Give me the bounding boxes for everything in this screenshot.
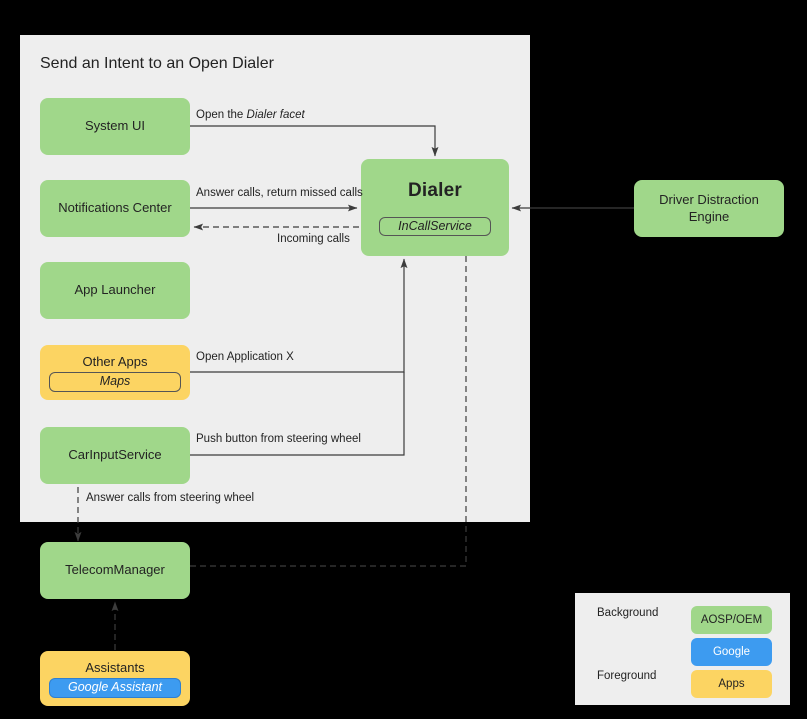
node-dialer[interactable]: Dialer InCallService <box>361 159 509 256</box>
node-car-input-service-label: CarInputService <box>68 447 162 463</box>
node-driver-distraction-engine[interactable]: Driver Distraction Engine <box>634 180 784 237</box>
node-dialer-sub-incallservice[interactable]: InCallService <box>379 217 491 236</box>
node-notifications-center[interactable]: Notifications Center <box>40 180 190 237</box>
node-app-launcher[interactable]: App Launcher <box>40 262 190 319</box>
edge-label-incoming-calls: Incoming calls <box>277 233 350 245</box>
node-car-input-service[interactable]: CarInputService <box>40 427 190 484</box>
legend-swatch-apps: Apps <box>691 670 772 698</box>
node-other-apps-label: Other Apps <box>82 354 148 369</box>
node-assistants-sub-google-assistant-label: Google Assistant <box>67 680 163 695</box>
legend-foreground-label: Foreground <box>597 670 657 682</box>
node-notifications-center-label: Notifications Center <box>58 200 172 216</box>
legend-swatch-google: Google <box>691 638 772 666</box>
edge-label-answer-steering: Answer calls from steering wheel <box>86 492 255 504</box>
node-assistants-label: Assistants <box>85 660 145 675</box>
edge-label-answer-return: Answer calls, return missed calls <box>196 187 363 199</box>
node-assistants[interactable]: Assistants Google Assistant <box>40 651 190 706</box>
node-system-ui[interactable]: System UI <box>40 98 190 155</box>
edge-label-open-dialer-facet-em: Dialer facet <box>246 109 305 121</box>
node-dialer-label: Dialer <box>407 180 462 201</box>
node-driver-distraction-engine-label-line1: Driver Distraction <box>659 192 759 208</box>
page-title: Send an Intent to an Open Dialer <box>40 55 274 72</box>
node-assistants-sub-google-assistant[interactable]: Google Assistant <box>49 678 181 698</box>
node-other-apps[interactable]: Other Apps Maps <box>40 345 190 400</box>
node-app-launcher-label: App Launcher <box>74 282 156 298</box>
edge-label-open-dialer-facet: Open the Dialer facet <box>196 109 305 122</box>
legend-background-label: Background <box>597 607 659 619</box>
legend-swatch-aosp-oem: AOSP/OEM <box>691 606 772 634</box>
node-telecom-manager-label: TelecomManager <box>65 562 165 578</box>
node-other-apps-sub-maps[interactable]: Maps <box>49 372 181 392</box>
edge-label-open-application-x: Open Application X <box>196 351 294 363</box>
legend-swatch-google-label: Google <box>712 646 751 658</box>
node-telecom-manager[interactable]: TelecomManager <box>40 542 190 599</box>
legend-swatch-aosp-oem-label: AOSP/OEM <box>700 614 763 626</box>
node-dialer-sub-incallservice-label: InCallService <box>398 218 472 233</box>
legend-swatch-apps-label: Apps <box>718 678 745 690</box>
edge-label-push-button: Push button from steering wheel <box>196 433 361 445</box>
node-driver-distraction-engine-label-line2: Engine <box>688 208 730 224</box>
edge-label-open-dialer-facet-prefix: Open the <box>196 109 247 121</box>
node-other-apps-sub-maps-label: Maps <box>99 374 131 389</box>
node-system-ui-label: System UI <box>85 118 145 134</box>
